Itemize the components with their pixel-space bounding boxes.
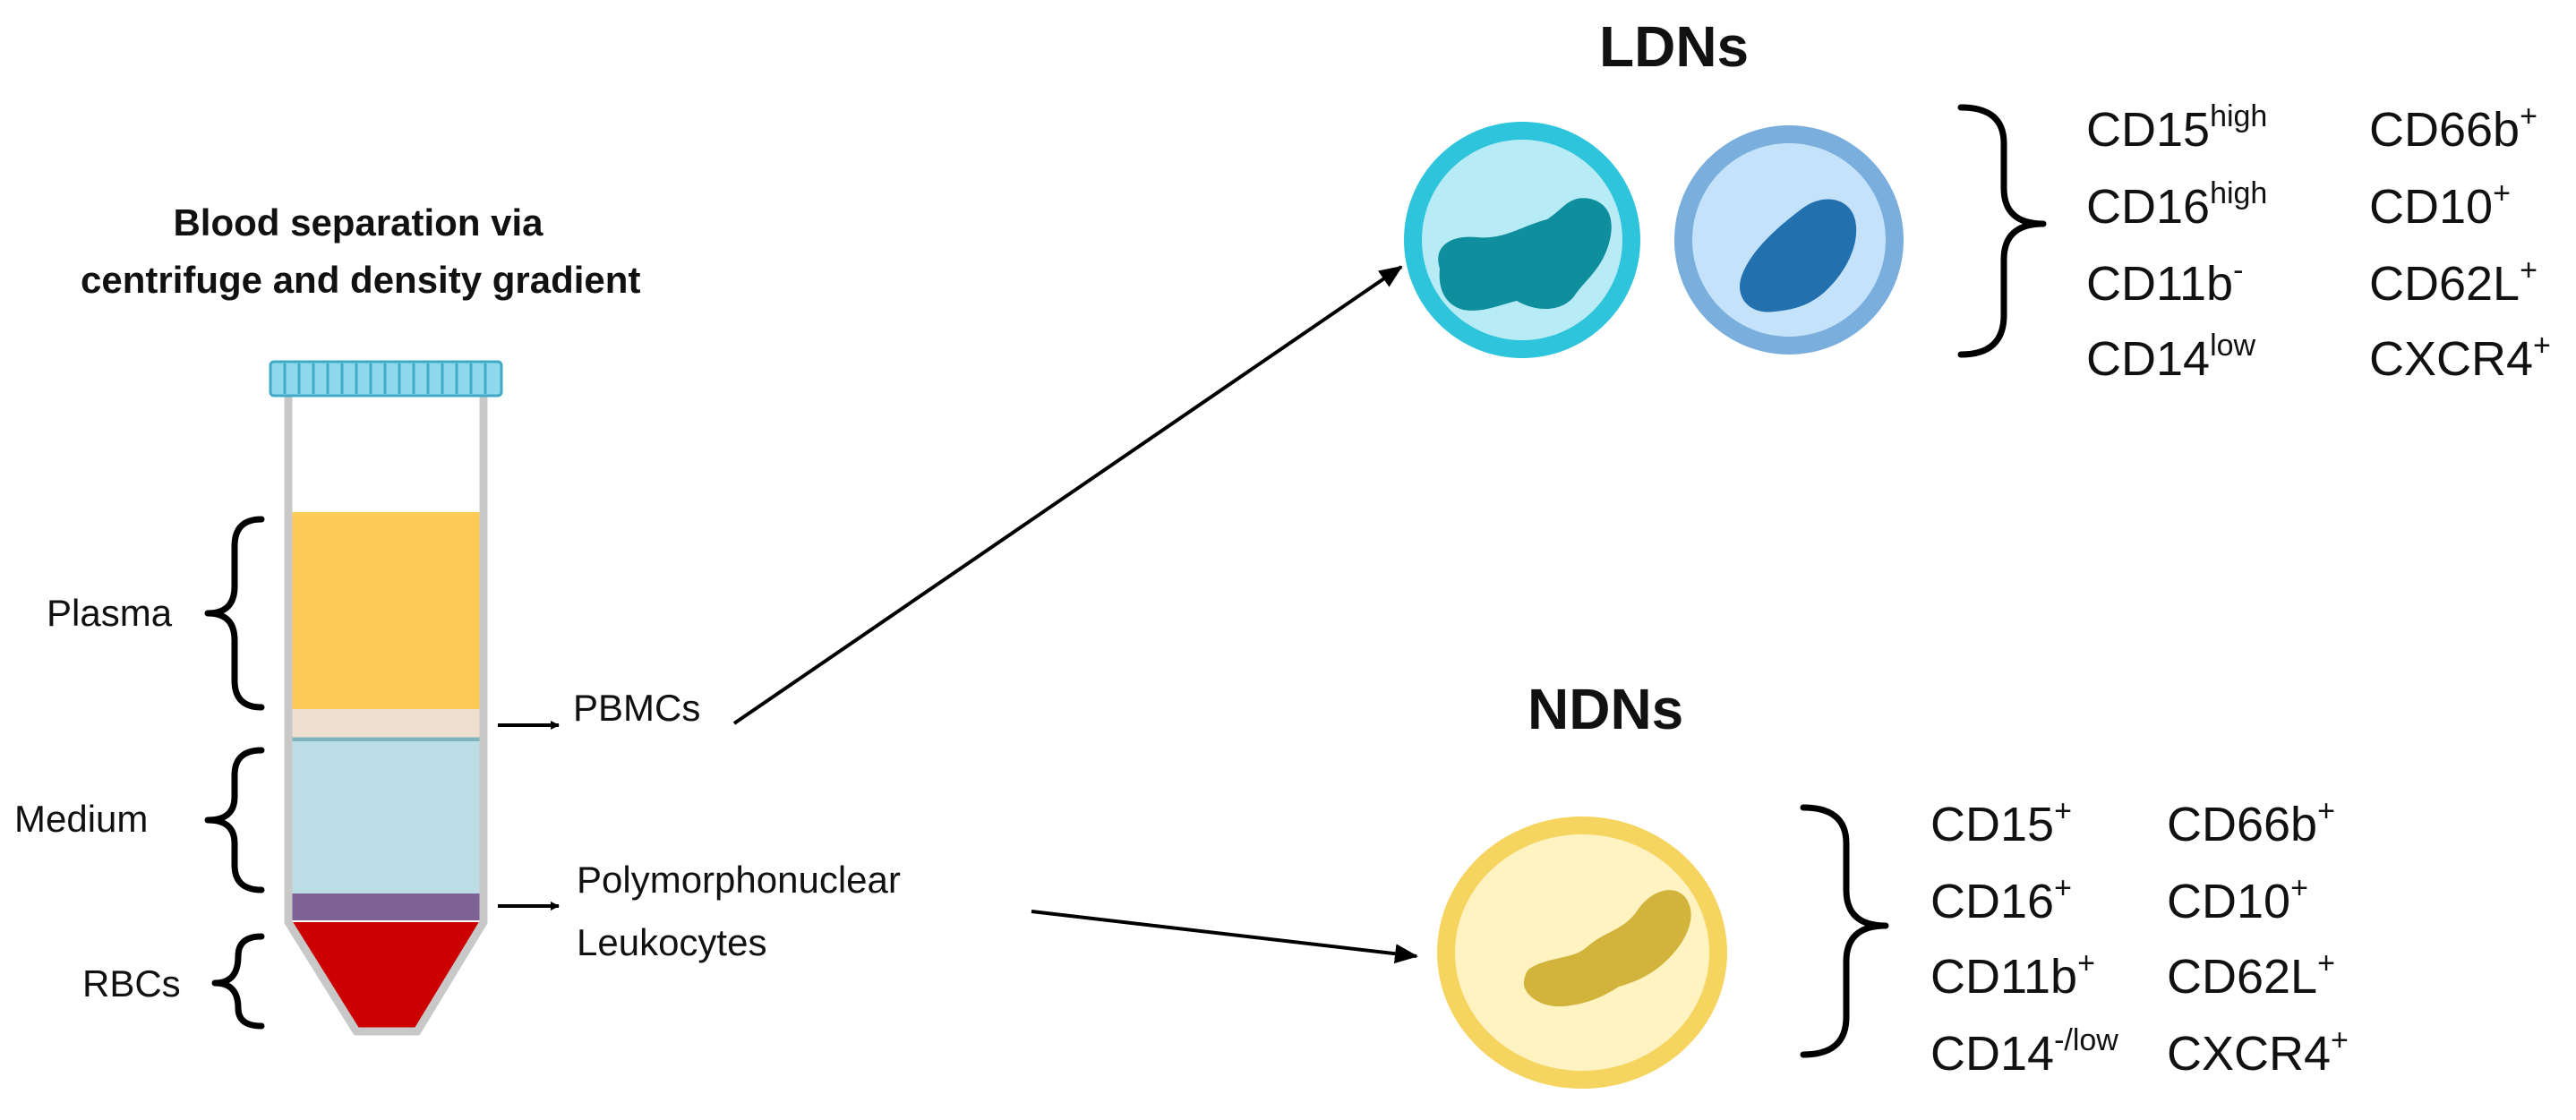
pmn-label-line1: Polymorphonuclear — [577, 859, 901, 901]
ndns-title: NDNs — [1528, 677, 1684, 741]
ndn-marker: CD14-/low — [1930, 1023, 2118, 1081]
buffy-coat-layer — [292, 709, 480, 740]
ldn-marker: CD14low — [2086, 329, 2256, 386]
ldn-marker: CXCR4+ — [2369, 329, 2551, 386]
ndn-marker: CD10+ — [2167, 871, 2308, 928]
plasma-layer — [292, 512, 480, 709]
tube-title-line1: Blood separation via — [173, 201, 543, 244]
ldn-marker: CD10+ — [2369, 176, 2511, 234]
ldn-marker: CD62L+ — [2369, 253, 2537, 311]
arrow-to-ndns — [1031, 910, 1418, 964]
ldns-title: LDNs — [1599, 14, 1750, 79]
medium-brace — [204, 747, 265, 893]
ldn-marker: CD66b+ — [2369, 99, 2537, 157]
plasma-brace — [204, 516, 265, 711]
tube-title-line2: centrifuge and density gradient — [81, 259, 641, 301]
ndn-marker: CD66b+ — [2167, 794, 2335, 851]
medium-layer — [292, 741, 480, 893]
ldn-cell-1-nucleus — [1438, 198, 1612, 311]
ldn-marker: CD16high — [2086, 176, 2268, 234]
pmn-label-line2: Leukocytes — [577, 921, 767, 963]
tube-cap — [269, 360, 503, 398]
ldn-cell-2-nucleus — [1740, 199, 1857, 312]
plasma-label: Plasma — [47, 592, 173, 634]
arrow-to-ldns — [732, 265, 1403, 725]
pmn-band-layer — [292, 893, 480, 920]
ldn-markers-brace — [1957, 104, 2047, 358]
ndn-cell-nucleus — [1523, 890, 1691, 1007]
ldn-cell-1 — [1404, 122, 1640, 358]
ndn-cell — [1437, 816, 1727, 1089]
ndn-marker: CD15+ — [1930, 794, 2072, 851]
ldn-marker: CD11b- — [2086, 253, 2244, 311]
ldn-marker: CD15high — [2086, 99, 2268, 157]
ldn-cell-2 — [1674, 125, 1904, 355]
medium-label: Medium — [14, 798, 149, 840]
rbcs-label: RBCs — [82, 962, 181, 1005]
tube-wall — [284, 394, 488, 1036]
rbc-brace — [211, 933, 265, 1030]
ndn-marker: CD62L+ — [2167, 946, 2335, 1004]
ndn-marker: CXCR4+ — [2167, 1023, 2349, 1081]
centrifuge-tube — [269, 360, 503, 1036]
ndn-marker: CD11b+ — [1930, 946, 2095, 1004]
ndn-markers-brace — [1800, 804, 1889, 1058]
pbmcs-label: PBMCs — [573, 687, 701, 729]
ndn-marker: CD16+ — [1930, 871, 2072, 928]
